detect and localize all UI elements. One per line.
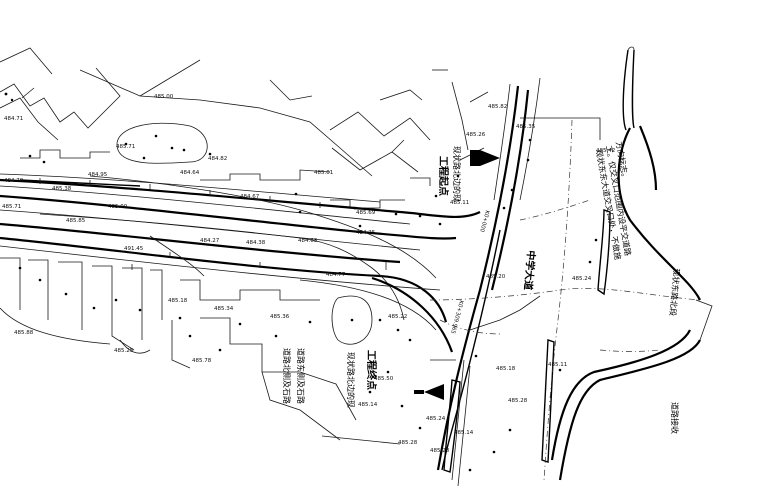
elevation-label: 484.38 xyxy=(246,240,266,246)
cross-road xyxy=(429,46,713,487)
elevation-label: 485.78 xyxy=(192,358,212,364)
work-end-note: 现状路北边的现 xyxy=(346,352,356,408)
main-road xyxy=(0,173,481,353)
elevation-label: 485.14 xyxy=(454,430,474,436)
elevation-label: 485.20 xyxy=(486,274,506,280)
work-start-label: 工程起点 xyxy=(437,156,450,196)
elevation-label: 485.28 xyxy=(398,440,418,446)
elevation-labels: 484.71 485.00 485.71 485.82 485.26 485.3… xyxy=(2,94,615,454)
elevation-label: 485.42 xyxy=(596,148,615,154)
elevation-label: 485.50 xyxy=(374,376,394,382)
elevation-label: 485.11 xyxy=(450,200,469,206)
elevation-label: 484.67 xyxy=(240,194,260,200)
road-name-label: 中学大道 xyxy=(522,250,538,291)
elevation-label: 485.00 xyxy=(108,204,128,210)
elevation-label: 491.45 xyxy=(124,246,144,252)
elevation-label: 485.25 xyxy=(114,348,134,354)
elevation-label: 485.88 xyxy=(14,330,34,336)
elevation-label: 485.69 xyxy=(356,210,376,216)
station-label: K0+000 xyxy=(478,209,490,232)
elevation-label: 485.28 xyxy=(430,448,450,454)
work-start-pointer-icon xyxy=(470,150,500,166)
elevation-label: 485.71 xyxy=(2,204,21,210)
work-end-label: 工程终点 xyxy=(365,350,378,390)
elevation-label: 484.27 xyxy=(200,238,220,244)
elevation-label: 485.11 xyxy=(548,362,567,368)
elevation-label: 485.85 xyxy=(66,218,86,224)
elevation-label: 485.71 xyxy=(116,144,135,150)
elevation-label: 485.22 xyxy=(388,314,407,320)
elevation-label: 484.25 xyxy=(356,230,376,236)
elevation-label: 485.36 xyxy=(270,314,290,320)
elevation-label: 485.26 xyxy=(466,132,486,138)
elevation-label: 484.63 xyxy=(298,238,318,244)
work-start-note: 现状路北边的现 xyxy=(452,146,462,202)
elevation-label: 484.77 xyxy=(326,272,346,278)
elevation-label: 485.28 xyxy=(508,398,528,404)
elevation-label: 485.00 xyxy=(154,94,174,100)
elevation-label: 485.24 xyxy=(572,276,592,282)
elevation-label: 485.82 xyxy=(488,104,507,110)
elevation-label: 484.82 xyxy=(208,156,227,162)
annotations: 中学大道 现状东东大道交叉口处，不做施 工。仅交叉口范围内设平交道路 方向标志。… xyxy=(282,141,682,434)
tree-symbols xyxy=(4,92,598,472)
elevation-label: 485.34 xyxy=(214,306,234,312)
elevation-label: 484.70 xyxy=(4,178,24,184)
elevation-label: 485.18 xyxy=(168,298,188,304)
elevation-label: 484.95 xyxy=(88,172,108,178)
work-end-note: 道路北侧及石路 xyxy=(282,348,292,404)
elevation-label: 484.64 xyxy=(180,170,200,176)
station-label: K0+309.965 xyxy=(449,299,464,334)
elevation-label: 485.01 xyxy=(314,170,333,176)
elevation-label: 485.38 xyxy=(52,186,72,192)
elevation-label: 484.71 xyxy=(4,116,23,122)
corner-label: 道路接收 xyxy=(670,402,680,434)
work-end-pointer-icon xyxy=(414,384,444,400)
pointer-symbols xyxy=(414,150,500,400)
work-end-note: 道路东侧及石路 xyxy=(296,348,306,404)
elevation-label: 485.24 xyxy=(426,416,446,422)
elevation-label: 485.18 xyxy=(496,366,516,372)
building-outlines xyxy=(0,47,489,445)
road-right-label: 现状东路北段 xyxy=(668,268,682,317)
elevation-label: 485.14 xyxy=(358,402,378,408)
elevation-label: 485.35 xyxy=(516,124,536,130)
